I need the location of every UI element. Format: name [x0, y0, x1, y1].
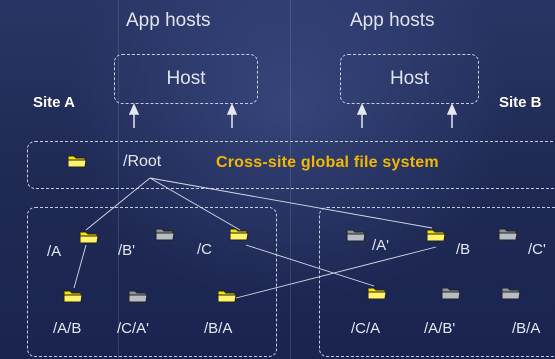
folder-icon-b-a-site-b	[501, 287, 521, 300]
folder-icon-c-a-prime	[128, 290, 148, 303]
folder-icon-a	[79, 231, 99, 244]
arrowhead-host-left-1	[128, 103, 140, 115]
arrowhead-host-left-2	[226, 103, 238, 115]
folder-label-c-prime: /C'	[528, 241, 546, 258]
folder-label-b-a-site-a: /B/A	[204, 320, 233, 337]
folder-label-c: /C	[197, 241, 212, 258]
site-a-label: Site A	[33, 94, 75, 111]
folder-label-b: /B	[456, 241, 471, 258]
folder-icon-b-a-site-a	[217, 290, 237, 303]
folder-icon-root	[67, 155, 87, 168]
site-a-storage-box	[27, 207, 277, 357]
site-b-label: Site B	[499, 94, 542, 111]
folder-label-b-a-site-b: /B/A	[512, 320, 541, 337]
arrowhead-host-right-2	[446, 103, 458, 115]
folder-icon-a-prime	[346, 229, 366, 242]
app-hosts-label-left: App hosts	[126, 10, 211, 31]
folder-label-a-prime: /A'	[372, 237, 390, 254]
app-hosts-label-right: App hosts	[350, 10, 435, 31]
host-label-right: Host	[389, 68, 430, 89]
folder-icon-a-b-prime	[441, 287, 461, 300]
site-b-storage-box	[319, 207, 555, 357]
host-label-left: Host	[166, 68, 206, 89]
global-file-system-title: Cross-site global file system	[216, 154, 439, 171]
host-box-right: Host	[340, 54, 479, 104]
host-box-left: Host	[114, 54, 258, 104]
link-b-to-b-a	[235, 246, 437, 299]
folder-label-a-b-prime: /A/B'	[424, 320, 456, 337]
folder-label-b-prime: /B'	[118, 242, 136, 259]
background-divider-left	[118, 0, 119, 359]
folder-label-c-a: /C/A	[351, 320, 381, 337]
arrowhead-host-right-1	[356, 103, 368, 115]
background-divider-center	[290, 0, 291, 359]
link-root-to-c	[149, 177, 241, 231]
global-file-system-box	[27, 141, 555, 189]
folder-label-a-b: /A/B	[53, 320, 82, 337]
link-c-to-c-a	[245, 244, 375, 287]
folder-icon-c-prime	[498, 228, 518, 241]
root-folder-label: /Root	[123, 153, 162, 170]
folder-icon-a-b	[63, 290, 83, 303]
link-root-to-b	[149, 177, 433, 229]
folder-icon-c-a	[367, 287, 387, 300]
link-root-to-a	[85, 177, 151, 231]
folder-icon-b-prime	[155, 228, 175, 241]
folder-label-a: /A	[47, 243, 62, 260]
folder-icon-c	[229, 228, 249, 241]
link-a-to-a-b	[73, 244, 87, 289]
folder-icon-b	[426, 229, 446, 242]
folder-label-c-a-prime: /C/A'	[117, 320, 150, 337]
